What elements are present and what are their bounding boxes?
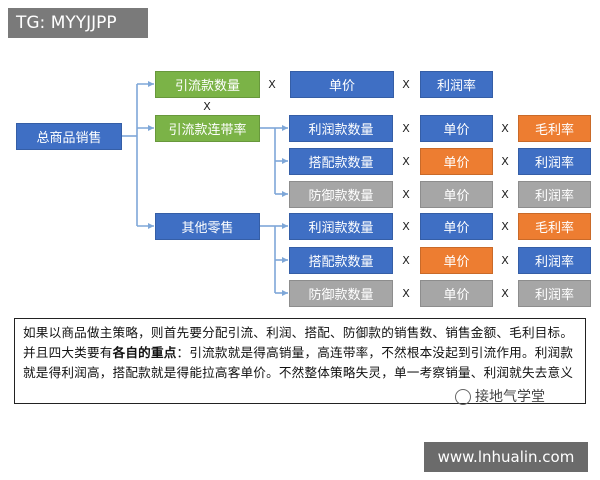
traffic-rate-box: 引流款连带率	[155, 115, 260, 142]
match-qty-label: 搭配款数量	[308, 255, 374, 270]
x-mark: X	[402, 254, 410, 267]
x-mark: X	[402, 287, 410, 300]
x-mark: X	[402, 122, 410, 135]
note-text-2: ：引流款就是得高销量，高连带率，不然根本没起到引流作用。利润款就是得利润高，搭配…	[23, 345, 574, 380]
b-match-qty: 搭配款数量	[289, 247, 393, 274]
a1-unit-price: 单价	[420, 115, 493, 142]
b1-gross-margin: 毛利率	[518, 213, 591, 240]
gross-margin-label: 毛利率	[534, 221, 574, 236]
x-mark: X	[268, 78, 276, 91]
profit-margin-label: 利润率	[534, 255, 574, 270]
root-total-sales: 总商品销售	[16, 123, 122, 150]
wechat-icon	[455, 389, 471, 405]
unit-price-label: 单价	[328, 79, 355, 94]
a-profit-qty: 利润款数量	[289, 115, 393, 142]
note-bold: 各自的重点	[112, 345, 177, 360]
x-mark: X	[501, 287, 509, 300]
gross-margin-label: 毛利率	[534, 123, 574, 138]
b-profit-qty: 利润款数量	[289, 213, 393, 240]
b3-profit-margin: 利润率	[518, 280, 591, 307]
a1-gross-margin: 毛利率	[518, 115, 591, 142]
other-retail-box: 其他零售	[155, 213, 260, 240]
wechat-watermark-text: 接地气学堂	[475, 389, 545, 405]
x-mark: X	[402, 220, 410, 233]
profit-qty-label: 利润款数量	[308, 221, 374, 236]
a3-profit-margin: 利润率	[518, 181, 591, 208]
profit-margin-label: 利润率	[534, 156, 574, 171]
profit-margin-label: 利润率	[534, 189, 574, 204]
unit-price-label: 单价	[443, 255, 470, 270]
traffic-rate-label: 引流款连带率	[168, 123, 247, 138]
unit-price-label: 单价	[443, 221, 470, 236]
unit-price-label: 单价	[443, 123, 470, 138]
b3-unit-price: 单价	[420, 280, 493, 307]
defense-qty-label: 防御款数量	[308, 288, 374, 303]
a-match-qty: 搭配款数量	[289, 148, 393, 175]
b-defense-qty: 防御款数量	[289, 280, 393, 307]
b2-unit-price: 单价	[420, 247, 493, 274]
defense-qty-label: 防御款数量	[308, 189, 374, 204]
unit-price-label: 单价	[443, 288, 470, 303]
other-retail-label: 其他零售	[181, 221, 234, 236]
wechat-watermark: 接地气学堂	[455, 386, 545, 406]
x-mark: X	[402, 188, 410, 201]
a2-profit-margin: 利润率	[518, 148, 591, 175]
strategy-note: 如果以商品做主策略，则首先要分配引流、利润、搭配、防御款的销售数、销售金额、毛利…	[14, 318, 586, 404]
a2-unit-price: 单价	[420, 148, 493, 175]
margin-label: 利润率	[436, 79, 476, 94]
x-mark: X	[501, 122, 509, 135]
traffic-qty-box: 引流款数量	[155, 71, 260, 98]
tg-tag: TG: MYYJJPP	[8, 8, 148, 38]
unit-price-label: 单价	[443, 156, 470, 171]
x-mark: X	[501, 254, 509, 267]
row0-unit-price: 单价	[290, 71, 394, 98]
x-mark: X	[501, 155, 509, 168]
x-mark: X	[501, 188, 509, 201]
note-text-1: 如果以商品做主策略，则首先要分配引流、利润、搭配、防御款的销售数、销售金额、毛利…	[23, 325, 574, 360]
x-mark: X	[203, 100, 211, 113]
x-mark: X	[402, 78, 410, 91]
b1-unit-price: 单价	[420, 213, 493, 240]
match-qty-label: 搭配款数量	[308, 156, 374, 171]
x-mark: X	[501, 220, 509, 233]
root-label: 总商品销售	[36, 131, 102, 146]
traffic-qty-label: 引流款数量	[174, 79, 240, 94]
b2-profit-margin: 利润率	[518, 247, 591, 274]
site-url-banner: www.lnhualin.com	[424, 442, 588, 472]
unit-price-label: 单价	[443, 189, 470, 204]
x-mark: X	[402, 155, 410, 168]
profit-qty-label: 利润款数量	[308, 123, 374, 138]
profit-margin-label: 利润率	[534, 288, 574, 303]
row0-margin: 利润率	[420, 71, 493, 98]
a-defense-qty: 防御款数量	[289, 181, 393, 208]
a3-unit-price: 单价	[420, 181, 493, 208]
